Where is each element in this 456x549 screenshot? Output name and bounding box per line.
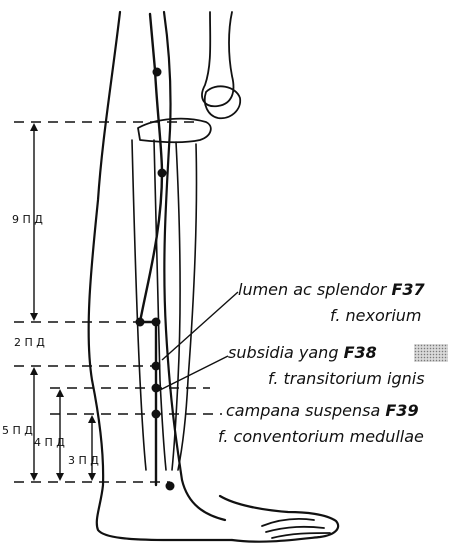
acupoint-ankle (166, 482, 175, 491)
label-f37-sub: f. nexorium (330, 307, 422, 325)
fibula-bone (172, 142, 197, 470)
meridian-line (140, 70, 162, 485)
arrow-4-bottom (56, 473, 64, 481)
label-f39: campana suspensa F39 (226, 402, 419, 420)
label-f38-sub: f. transitorium ignis (268, 370, 425, 388)
label-f39-name: campana suspensa (226, 401, 380, 420)
arrow-4-top (56, 389, 64, 397)
leader-f38 (156, 356, 228, 392)
measure-9: 9 П Д (12, 214, 43, 226)
label-f39-code: F39 (385, 401, 418, 420)
arrow-9-bottom (30, 313, 38, 321)
arrow-3-top (88, 415, 96, 423)
label-f38-name: subsidia yang (228, 343, 338, 362)
legend-swatch (414, 344, 448, 362)
arrow-5-top (30, 367, 38, 375)
meridian-top (150, 14, 155, 70)
measure-5: 5 П Д (2, 425, 33, 437)
label-f39-sub: f. conventorium medullae (218, 428, 424, 446)
acupoint-top (153, 68, 162, 77)
leg-outline-back (89, 12, 232, 540)
measure-4: 4 П Д (34, 437, 65, 449)
label-f38: subsidia yang F38 (228, 344, 377, 362)
toes (262, 519, 330, 538)
measure-3: 3 П Д (68, 455, 99, 467)
label-f38-code: F38 (344, 343, 377, 362)
foot-outline (220, 496, 338, 542)
label-f37-name: lumen ac splendor (238, 280, 386, 299)
patella-bone (205, 86, 240, 118)
acupoint-f37b (152, 318, 161, 327)
label-f37: lumen ac splendor F37 (238, 281, 425, 299)
acupoint-knee (158, 169, 167, 178)
arrow-9-top (30, 123, 38, 131)
arrow-5-bottom (30, 473, 38, 481)
measure-2: 2 П Д (14, 337, 45, 349)
leader-f37 (162, 292, 238, 360)
arrow-3-bottom (88, 473, 96, 481)
label-f37-code: F37 (391, 280, 424, 299)
